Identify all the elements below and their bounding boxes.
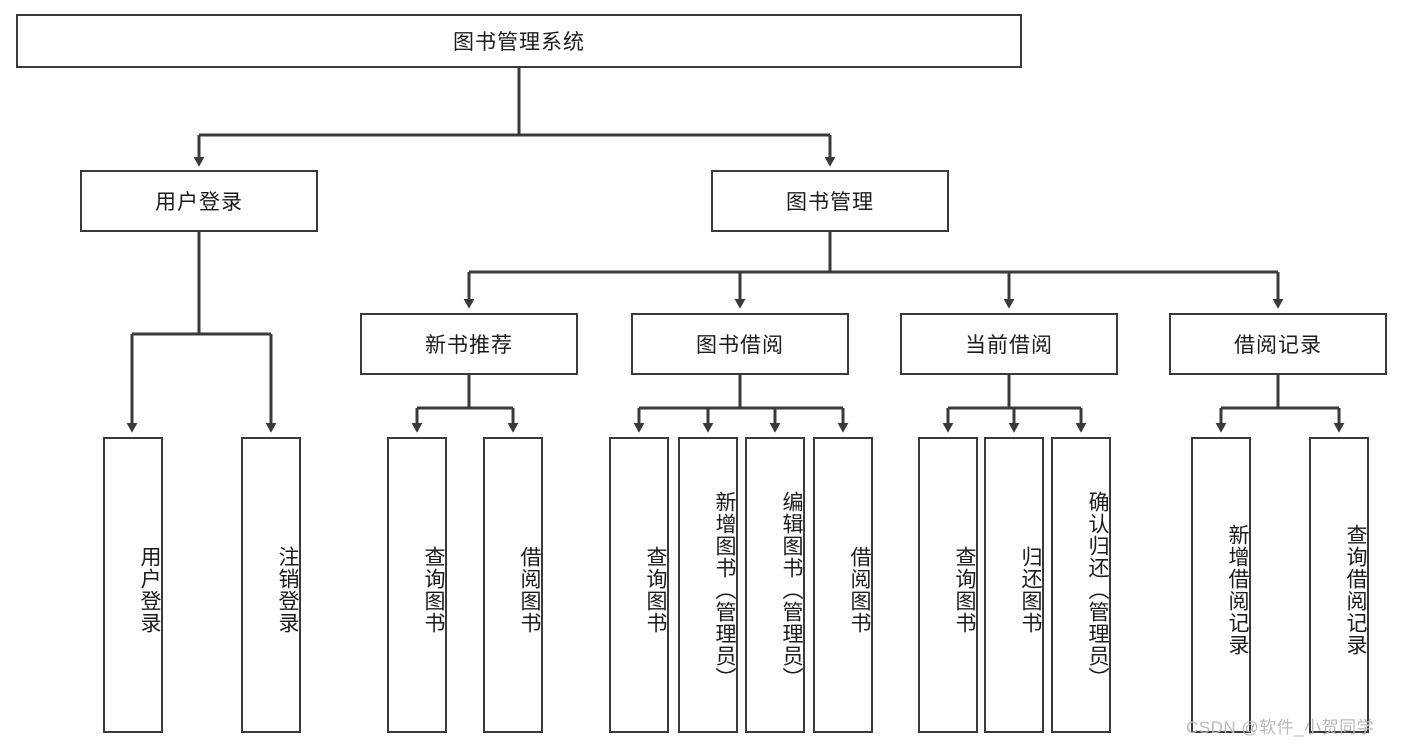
node-borrow-record[interactable]: 借阅记录 xyxy=(1169,313,1387,375)
node-label: 查询图书 xyxy=(644,546,667,634)
leaf-current-borrow-query[interactable]: 查询图书 xyxy=(918,437,978,733)
leaf-book-borrow-borrow[interactable]: 借阅图书 xyxy=(813,437,873,733)
node-label: 当前借阅 xyxy=(965,334,1053,357)
node-label: 查询图书 xyxy=(953,546,976,634)
node-user-login[interactable]: 用户登录 xyxy=(80,170,318,232)
node-label: 图书借阅 xyxy=(696,334,784,357)
node-label: 确认归还（管理员） xyxy=(1086,491,1109,689)
node-label: 图书管理系统 xyxy=(453,31,585,54)
node-new-book-recommend[interactable]: 新书推荐 xyxy=(360,313,578,375)
leaf-current-borrow-confirm-return[interactable]: 确认归还（管理员） xyxy=(1051,437,1111,733)
node-label: 编辑图书（管理员） xyxy=(780,491,803,689)
node-label: 用户登录 xyxy=(155,191,243,214)
node-label: 新书推荐 xyxy=(425,334,513,357)
node-book-management[interactable]: 图书管理 xyxy=(711,170,949,232)
leaf-current-borrow-return[interactable]: 归还图书 xyxy=(984,437,1044,733)
node-label: 借阅图书 xyxy=(518,546,541,634)
node-label: 用户登录 xyxy=(138,546,161,634)
node-label: 查询图书 xyxy=(422,546,445,634)
node-label: 查询借阅记录 xyxy=(1344,524,1367,656)
leaf-book-borrow-query[interactable]: 查询图书 xyxy=(609,437,669,733)
leaf-user-login-login[interactable]: 用户登录 xyxy=(103,437,163,733)
node-label: 归还图书 xyxy=(1019,546,1042,634)
node-label: 新增借阅记录 xyxy=(1226,524,1249,656)
leaf-borrow-record-query[interactable]: 查询借阅记录 xyxy=(1309,437,1369,733)
leaf-borrow-record-add[interactable]: 新增借阅记录 xyxy=(1191,437,1251,733)
node-label: 借阅记录 xyxy=(1234,334,1322,357)
node-book-borrow[interactable]: 图书借阅 xyxy=(631,313,849,375)
node-root-system[interactable]: 图书管理系统 xyxy=(16,14,1022,68)
leaf-book-borrow-edit[interactable]: 编辑图书（管理员） xyxy=(745,437,805,733)
node-label: 新增图书（管理员） xyxy=(713,491,736,689)
node-current-borrow[interactable]: 当前借阅 xyxy=(900,313,1118,375)
leaf-book-borrow-add[interactable]: 新增图书（管理员） xyxy=(678,437,738,733)
node-label: 图书管理 xyxy=(786,191,874,214)
node-label: 注销登录 xyxy=(276,546,299,634)
csdn-watermark: CSDN @软件_小贺同学 xyxy=(1186,718,1375,737)
leaf-user-login-logout[interactable]: 注销登录 xyxy=(241,437,301,733)
node-label: 借阅图书 xyxy=(848,546,871,634)
leaf-new-book-query[interactable]: 查询图书 xyxy=(387,437,447,733)
leaf-new-book-borrow[interactable]: 借阅图书 xyxy=(483,437,543,733)
